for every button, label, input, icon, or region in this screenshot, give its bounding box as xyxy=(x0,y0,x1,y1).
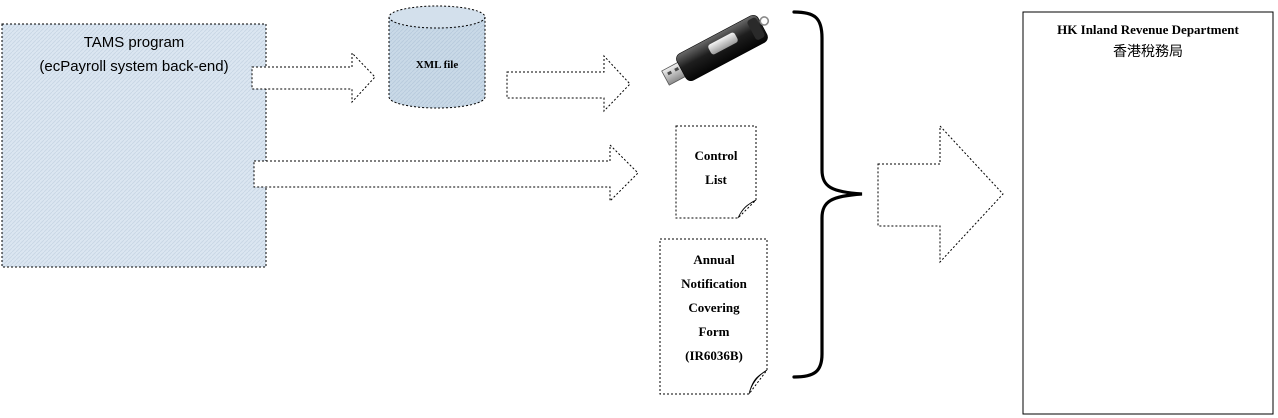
ird-title: HK Inland Revenue Department xyxy=(1057,22,1239,37)
annual-form-line-5: (IR6036B) xyxy=(685,348,743,363)
arrow-to-ird xyxy=(877,124,1004,264)
annual-form-line-1: Annual xyxy=(693,252,735,267)
tams-program-subtitle: (ecPayroll system back-end) xyxy=(39,58,228,75)
arrow-tams-to-documents xyxy=(253,143,639,203)
annual-form-line-3: Covering xyxy=(688,300,740,315)
annual-form-line-2: Notification xyxy=(681,276,747,291)
xml-file-cylinder: XML file xyxy=(388,5,486,109)
annual-notification-form-document: Annual Notification Covering Form (IR603… xyxy=(659,238,768,395)
xml-file-label: XML file xyxy=(416,59,459,71)
grouping-brace xyxy=(792,10,863,379)
tams-program-title: TAMS program xyxy=(84,34,185,51)
arrow-xml-to-usb xyxy=(506,54,631,113)
annual-form-line-4: Form xyxy=(698,324,729,339)
control-list-line-1: Control xyxy=(694,148,737,163)
tams-program-box: TAMS program (ecPayroll system back-end) xyxy=(1,23,267,268)
arrow-tams-to-xml xyxy=(251,51,376,104)
usb-flash-drive-icon xyxy=(661,14,770,86)
control-list-line-2: List xyxy=(705,172,727,187)
ird-chinese-title: 香港稅務局 xyxy=(1113,44,1183,60)
ird-box: HK Inland Revenue Department 香港稅務局 xyxy=(1022,11,1274,415)
control-list-document: Control List xyxy=(675,125,757,219)
